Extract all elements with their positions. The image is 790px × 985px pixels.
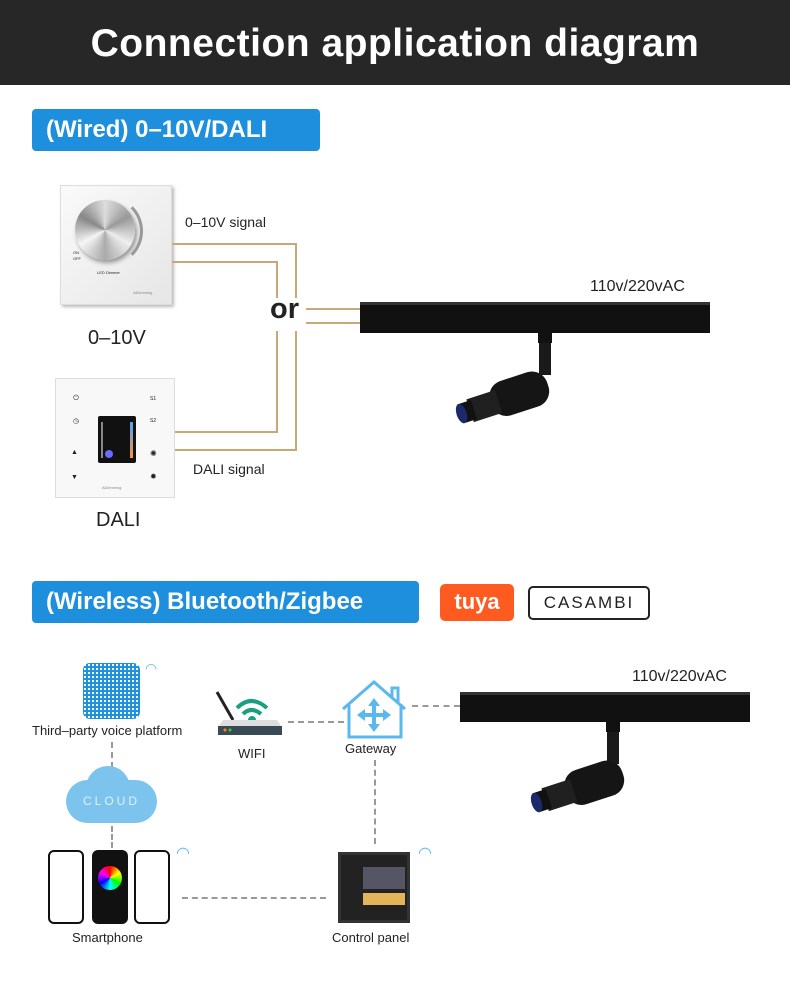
gateway-icon [342,680,406,739]
spotlight-image [530,722,625,813]
cloud-icon: CLOUD [66,766,157,823]
scene-s2: S2 [150,418,157,424]
brightness-low-icon: ✺ [150,449,157,458]
wifi-signal-icon: ◠ [176,845,190,862]
scene-s1: S1 [150,396,157,402]
spotlight-image [455,333,552,424]
dali-screen [98,416,136,463]
control-panel-image [338,852,410,923]
page-title: Connection application diagram [0,0,790,85]
dimmer-label: 0–10V [88,327,146,349]
wifi-label: WIFI [238,746,266,761]
dali-brand: AiDimming [102,485,122,490]
dali-label: DALI [96,509,141,531]
power-label: 110v/220vAC [632,668,727,685]
voice-platform-label: Third–party voice platform [32,723,183,738]
0-10v-signal-label: 0–10V signal [185,214,266,230]
wired-section-badge: (Wired) 0–10V/DALI [32,109,320,151]
track-rail [460,692,750,722]
gateway-label: Gateway [345,741,397,756]
dali-signal-label: DALI signal [193,461,265,477]
voice-platform-icon [83,663,140,719]
up-arrow-icon: ▲ [71,449,78,456]
dimmer-model: LED Dimmer [97,270,120,275]
smartphone-image-2 [92,850,128,924]
wireless-section-badge: (Wireless) Bluetooth/Zigbee [32,581,419,623]
0-10v-dimmer-image: ON OFF LED Dimmer AiDimming [60,185,172,305]
brightness-high-icon: ✹ [150,472,157,481]
tuya-logo: tuya [440,584,514,621]
cloud-label: CLOUD [82,794,140,808]
casambi-logo: CASAMBI [528,586,650,620]
smartphone-image-3 [134,850,170,924]
dali-panel-image: ⏻ ◷ ▲ ▼ S1 S2 ✺ ✹ AiDimming [55,378,175,498]
wifi-signal-icon: ◠ [418,845,432,862]
router-icon [215,691,282,735]
dimmer-brand: AiDimming [133,290,153,295]
control-panel-label: Control panel [332,930,410,945]
dimmer-on-label: ON [73,250,79,255]
wifi-signal-icon: ◠ [145,660,158,676]
power-label: 110v/220vAC [590,278,685,295]
smartphone-label: Smartphone [72,930,143,945]
down-arrow-icon: ▼ [71,474,78,481]
dimmer-off-label: OFF [73,256,81,261]
smartphone-image-1 [48,850,84,924]
timer-icon: ◷ [72,418,80,425]
or-label: or [270,293,299,325]
power-icon: ⏻ [73,395,79,402]
track-rail [360,302,710,333]
